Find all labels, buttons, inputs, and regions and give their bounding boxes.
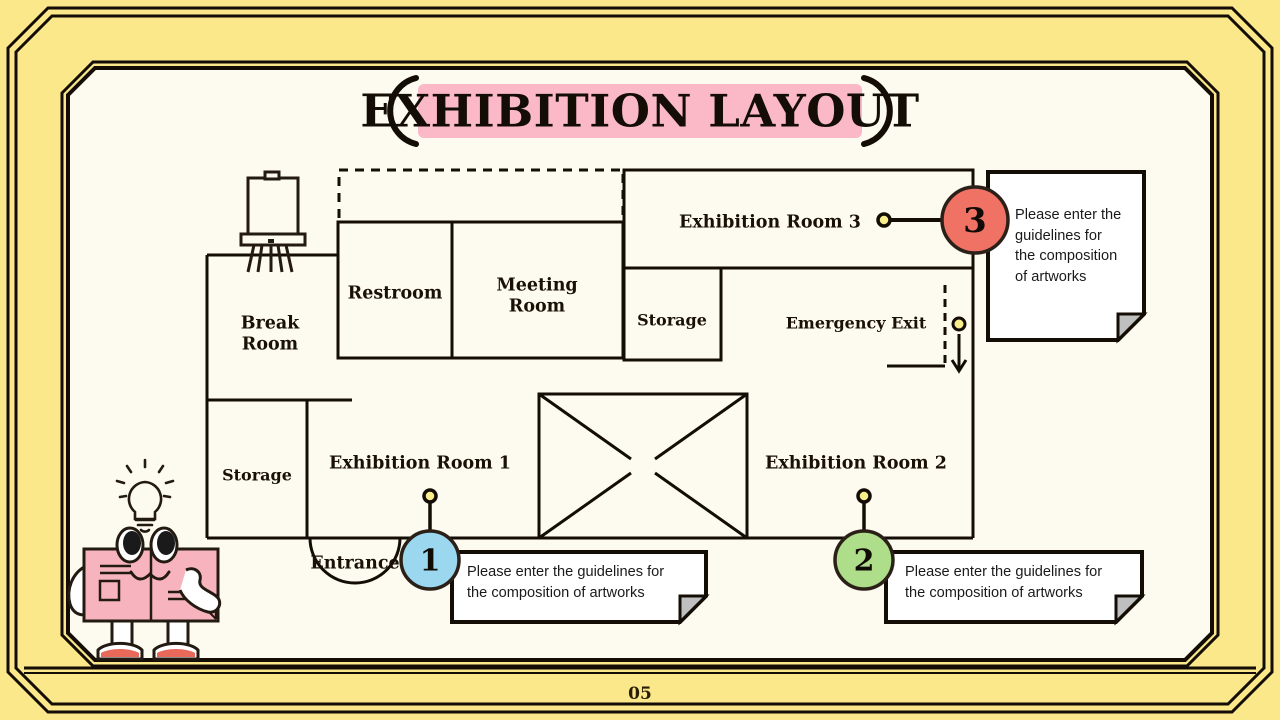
central-x-2 [654, 392, 748, 461]
central-x-3 [538, 471, 632, 540]
entrance-arc-icon [308, 537, 402, 585]
frame-outer-outline [6, 6, 1274, 714]
room-label-exhibition-room-1: Exhibition Room 1 [329, 453, 511, 474]
note-3-text: Please enter the guidelines for the comp… [1015, 205, 1131, 288]
note-3-line-4: of artworks [1015, 269, 1087, 286]
title-bracket-right-icon [861, 75, 893, 147]
room-label-storage-lower: Storage [222, 465, 292, 485]
page-title: EXHIBITION LAYOUT [360, 84, 920, 138]
frame-left-strip [0, 0, 24, 720]
note-2-line-1: Please enter the guidelines for [905, 564, 1103, 580]
central-x-1 [538, 392, 632, 461]
emergency-arrow-head-icon [950, 359, 968, 374]
note-card-1[interactable] [450, 550, 710, 626]
title-highlight [418, 84, 862, 138]
note-2-text: Please enter the guidelines for the comp… [905, 562, 1145, 603]
central-x-4 [654, 471, 748, 540]
easel-icon [239, 170, 307, 273]
book-character [67, 526, 222, 661]
marker-1-pin-icon [422, 488, 438, 504]
room-label-exhibition-room-3: Exhibition Room 3 [679, 212, 861, 233]
room-label-storage-upper: Storage [637, 310, 707, 330]
note-3-line-2: guidelines for [1015, 227, 1102, 244]
room-label-exhibition-room-2: Exhibition Room 2 [765, 453, 947, 474]
marker-1-circle[interactable] [399, 529, 461, 591]
marker-3-pin-icon [876, 212, 892, 228]
room-storage-lower-outline [207, 398, 309, 538]
page-number: 05 [628, 684, 652, 704]
lightbulb-icon [115, 458, 175, 533]
note-1-text: Please enter the guidelines for the comp… [467, 562, 707, 603]
marker-2-pin-icon [856, 488, 872, 504]
note-1-line-2: the composition of artworks [467, 584, 645, 601]
marker-2-circle[interactable] [833, 529, 895, 591]
marker-2-number: 2 [853, 543, 875, 579]
note-card-3[interactable] [986, 170, 1148, 344]
room-label-restroom: Restroom [347, 283, 443, 304]
note-3-line-3: the composition [1015, 248, 1118, 265]
content-panel-outline [60, 60, 1220, 668]
title-bracket-left-icon [387, 75, 419, 147]
note-card-2[interactable] [884, 550, 1146, 626]
emergency-exit-pin-icon [951, 316, 967, 332]
note-3-line-1: Please enter the [1015, 207, 1122, 223]
content-panel [66, 66, 1214, 662]
room-label-entrance: Entrance [310, 553, 400, 574]
note-1-line-1: Please enter the guidelines for [467, 564, 665, 580]
frame-outer-outline-2 [14, 14, 1266, 706]
frame-right-strip [1256, 0, 1280, 720]
marker-3-number: 3 [963, 201, 987, 241]
room-label-emergency-exit: Emergency Exit [785, 313, 927, 333]
note-2-line-2: the composition of artworks [905, 584, 1083, 601]
marker-1-number: 1 [419, 543, 441, 579]
marker-3-circle[interactable] [940, 185, 1010, 255]
